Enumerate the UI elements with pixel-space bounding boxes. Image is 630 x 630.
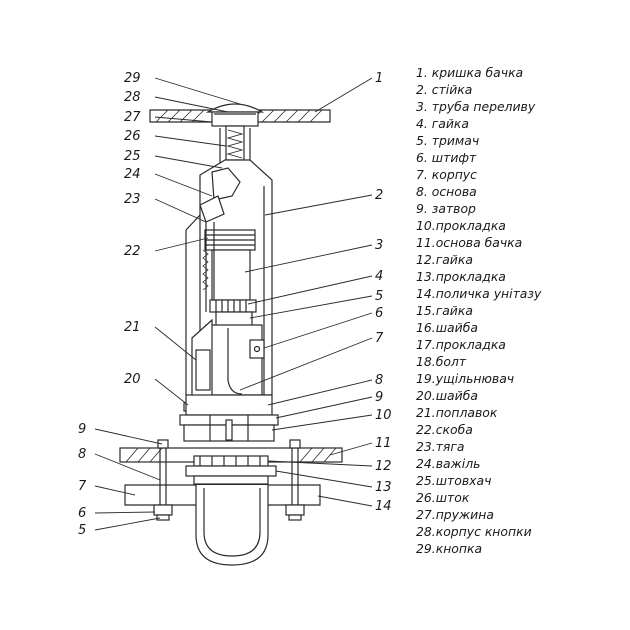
legend-item: 24.важіль <box>416 456 481 471</box>
legend-item: 13.прокладка <box>416 269 506 284</box>
legend-item: 4. гайка <box>416 116 469 131</box>
legend-item: 15.гайка <box>416 303 473 318</box>
callout-14: 14 <box>375 499 392 514</box>
legend-item: 21.поплавок <box>416 405 498 420</box>
legend-item: 16.шайба <box>416 320 478 335</box>
legend-item: 5. тримач <box>416 133 480 148</box>
callout-29: 29 <box>124 71 141 86</box>
callout-8-left: 8 <box>78 447 86 462</box>
parts-legend: 1. кришка бачка 2. стійка 3. труба перелив… <box>416 64 541 557</box>
callout-24: 24 <box>124 167 141 182</box>
legend-item: 8. основа <box>416 184 477 199</box>
legend-item: 18.болт <box>416 354 467 369</box>
callout-28: 28 <box>124 90 141 105</box>
callout-8: 8 <box>375 373 383 388</box>
legend-item: 23.тяга <box>416 439 465 454</box>
nut-and-holder <box>209 299 257 329</box>
callout-6: 6 <box>375 306 383 321</box>
legend-item: 28.корпус кнопки <box>416 524 532 539</box>
callout-1: 1 <box>375 71 383 86</box>
legend-item: 20.шайба <box>416 388 478 403</box>
legend-item: 22.скоба <box>416 422 473 437</box>
callout-20: 20 <box>124 372 141 387</box>
legend-item: 1. кришка бачка <box>416 65 524 80</box>
callout-26: 26 <box>124 129 141 144</box>
callout-2: 2 <box>375 188 383 203</box>
legend-item: 11.основа бачка <box>416 235 523 250</box>
callout-12: 12 <box>375 459 392 474</box>
bolt-right <box>285 439 305 521</box>
callout-13: 13 <box>375 480 392 495</box>
legend-item: 26.шток <box>416 490 470 505</box>
callout-10: 10 <box>375 408 392 423</box>
legend-item: 3. труба переливу <box>416 99 536 114</box>
callout-3: 3 <box>375 238 383 253</box>
legend-item: 7. корпус <box>416 167 477 182</box>
callout-9: 9 <box>375 390 383 405</box>
float <box>191 318 213 401</box>
callout-27: 27 <box>124 110 141 125</box>
callout-5-left: 5 <box>78 523 86 538</box>
legend-item: 29.кнопка <box>416 541 483 556</box>
callout-7-left: 7 <box>78 479 87 494</box>
callout-6-left: 6 <box>78 506 86 521</box>
legend-item: 2. стійка <box>416 82 473 97</box>
legend-item: 12.гайка <box>416 252 473 267</box>
callout-25: 25 <box>124 149 141 164</box>
bolt-left <box>153 439 173 521</box>
legend-item: 17.прокладка <box>416 337 506 352</box>
callout-5: 5 <box>375 289 383 304</box>
legend-item: 10.прокладка <box>416 218 506 233</box>
legend-item: 19.ущільнювач <box>416 371 515 386</box>
legend-item: 25.штовхач <box>416 473 492 488</box>
callout-23: 23 <box>124 192 141 207</box>
housing <box>205 324 265 396</box>
toilet-shelf <box>124 484 321 566</box>
callout-22: 22 <box>124 244 141 259</box>
leader-lines <box>94 77 373 531</box>
legend-item: 9. затвор <box>416 201 476 216</box>
callout-11: 11 <box>375 436 392 451</box>
legend-item: 6. штифт <box>416 150 477 165</box>
lever-assembly <box>199 167 241 312</box>
callout-9-left: 9 <box>78 422 86 437</box>
callout-21: 21 <box>124 320 141 335</box>
valve-base <box>179 394 279 442</box>
spring-and-rod <box>219 125 251 168</box>
legend-item: 27.пружина <box>416 507 494 522</box>
outlet-thread <box>185 455 277 485</box>
push-button <box>205 103 265 127</box>
legend-item: 14.поличка унітазу <box>416 286 542 301</box>
callout-7: 7 <box>375 331 384 346</box>
callout-4: 4 <box>375 269 383 284</box>
